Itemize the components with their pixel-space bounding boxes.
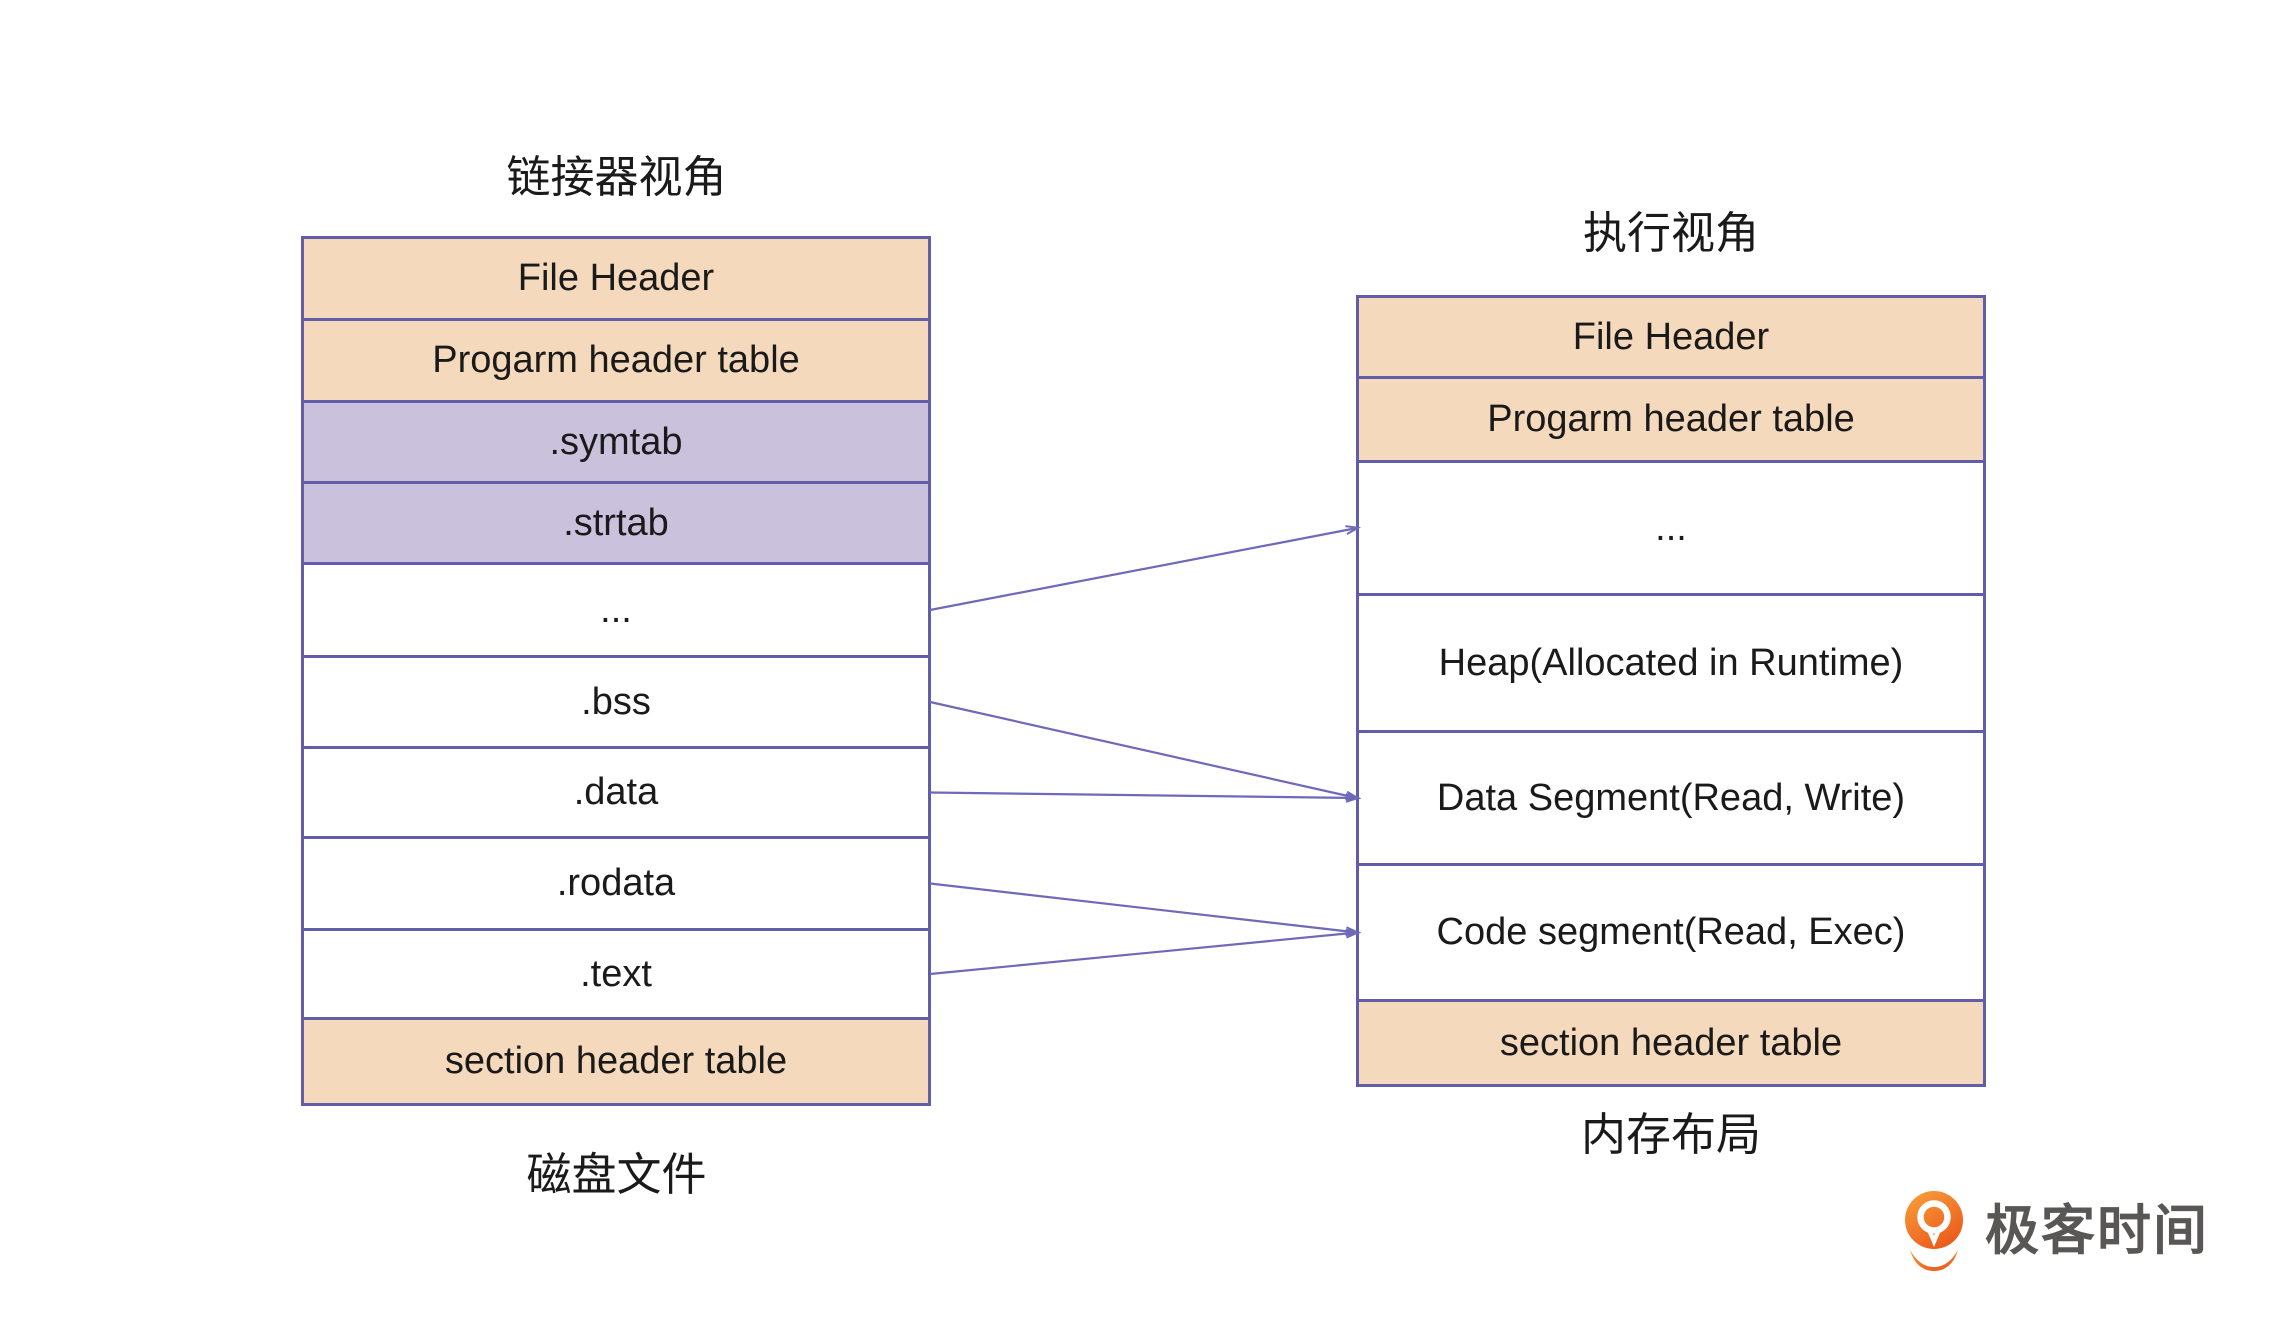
geektime-logo: 极客时间: [1905, 1191, 2209, 1271]
memory-block: Heap(Allocated in Runtime): [1359, 596, 1983, 733]
geektime-logo-text: 极客时间: [1985, 1201, 2209, 1261]
memory-block: File Header: [304, 239, 928, 321]
memory-block: .data: [304, 749, 928, 839]
left-column-title: 链接器视角: [506, 153, 727, 202]
memory-block: section header table: [304, 1020, 928, 1103]
right-column-caption: 内存布局: [1580, 1109, 1761, 1160]
memory-block: Progarm header table: [1359, 379, 1983, 463]
memory-block: ...: [304, 565, 928, 658]
memory-block: ...: [1359, 463, 1983, 596]
right-column-title: 执行视角: [1583, 209, 1759, 258]
connection-arrow: [929, 791, 1357, 799]
connection-arrow: [929, 933, 1357, 976]
geektime-logo-icon: [1905, 1191, 1963, 1271]
memory-block: Progarm header table: [304, 321, 928, 403]
memory-block: .text: [304, 931, 928, 1020]
memory-block: .strtab: [304, 484, 928, 565]
memory-block: Code segment(Read, Exec): [1359, 866, 1983, 1002]
memory-block: .symtab: [304, 403, 928, 484]
connection-arrow: [929, 882, 1357, 933]
connection-arrow: [929, 700, 1357, 798]
memory-block: .rodata: [304, 839, 928, 931]
connection-arrow: [929, 528, 1357, 612]
memory-block: File Header: [1359, 298, 1983, 379]
memory-block: Data Segment(Read, Write): [1359, 733, 1983, 866]
memory-block: .bss: [304, 658, 928, 749]
left-column-caption: 磁盘文件: [526, 1149, 707, 1200]
memory-block: section header table: [1359, 1002, 1983, 1084]
